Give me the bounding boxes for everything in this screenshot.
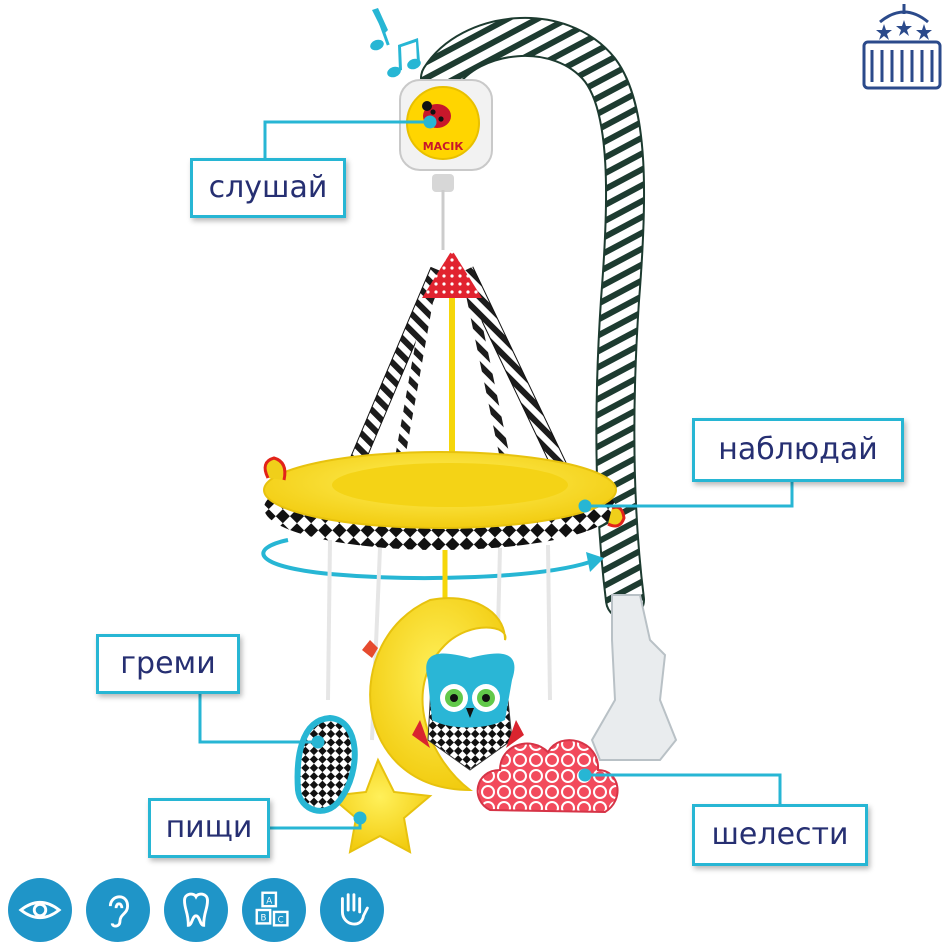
- block-letter-a: A: [266, 896, 272, 906]
- rotation-arrow-icon: [261, 538, 604, 580]
- hanging-strings: [326, 539, 552, 741]
- mobile-arm: [420, 16, 678, 761]
- blocks-icon: A B C: [242, 878, 306, 942]
- moon-toy: [362, 597, 507, 792]
- mobile-ring: [263, 451, 626, 550]
- tooth-icon: [164, 878, 228, 942]
- music-notes-icon: [370, 8, 421, 78]
- cloud-toy: [476, 739, 619, 814]
- label-listen: слушай: [190, 158, 346, 218]
- label-rustle: шелести: [692, 804, 868, 866]
- label-squeak: пищи: [148, 798, 270, 858]
- hanging-ropes: [342, 250, 573, 482]
- brand-logo-text: МАСІК: [423, 140, 464, 153]
- label-rattle: греми: [96, 634, 240, 694]
- block-letter-b: B: [260, 914, 266, 924]
- ear-icon: [86, 878, 150, 942]
- block-letter-c: C: [278, 915, 284, 925]
- label-watch: наблюдай: [692, 418, 904, 482]
- leader-lines: [198, 115, 794, 830]
- hand-icon: [320, 878, 384, 942]
- eye-icon: [8, 878, 72, 942]
- music-box: [399, 79, 493, 250]
- owl-toy: [412, 653, 524, 771]
- crib-mobile-icon: [862, 4, 942, 90]
